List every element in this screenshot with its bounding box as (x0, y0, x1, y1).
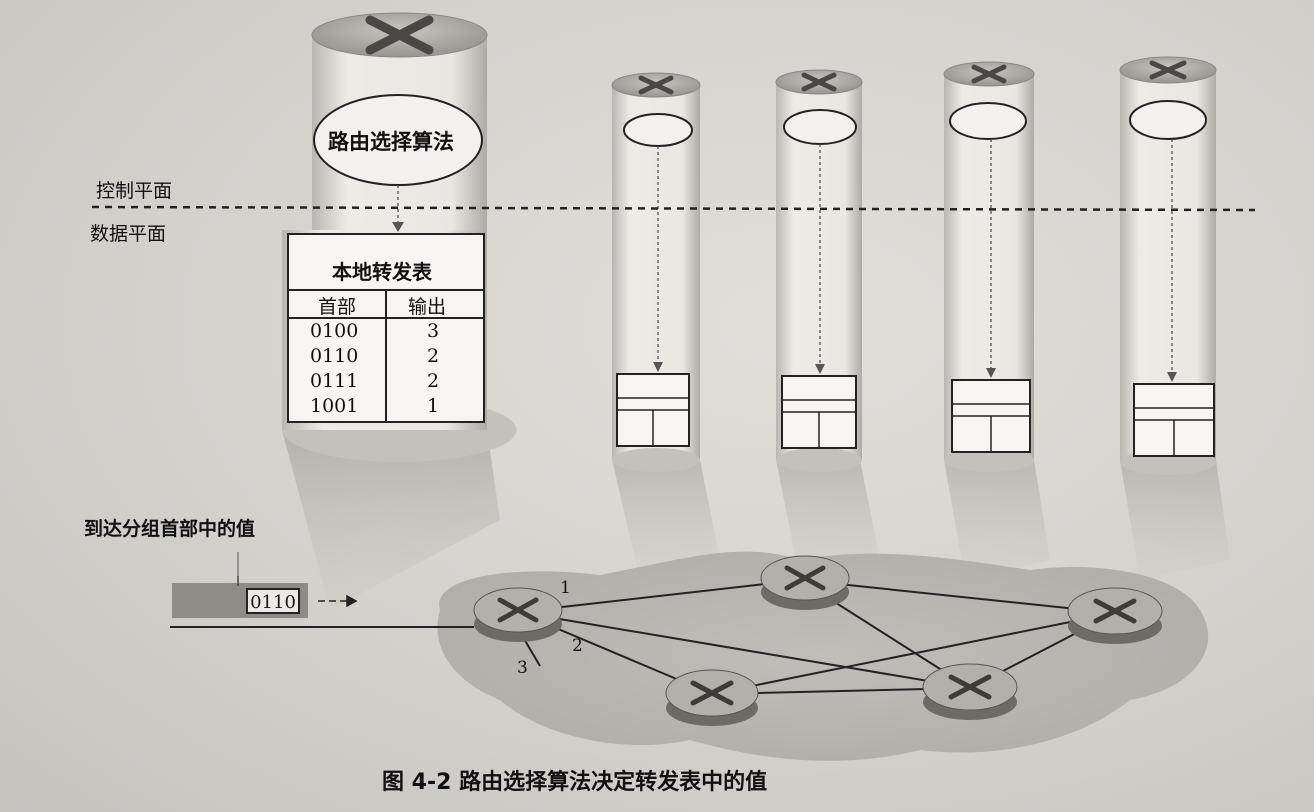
small-router-3 (943, 61, 1050, 580)
network-cloud (437, 551, 1209, 761)
network-links (517, 579, 1116, 695)
network-router-c (1067, 587, 1163, 644)
data-plane-label: 数据平面 (90, 223, 167, 245)
table-cell-output: 2 (427, 370, 440, 392)
table-cell-header: 0100 (310, 320, 359, 342)
small-router-2 (775, 69, 880, 580)
forwarding-table-box (287, 233, 485, 423)
table-cell-header: 0110 (310, 345, 359, 367)
arrow-right-icon (318, 594, 358, 608)
network-router-b (760, 555, 850, 610)
small-router-1 (611, 72, 720, 580)
network-router-d (665, 669, 759, 726)
network-router-e (922, 663, 1018, 720)
figure-caption: 图 4-2 路由选择算法决定转发表中的值 (382, 770, 768, 795)
network-router-a (473, 587, 563, 642)
routing-algorithm-label: 路由选择算法 (328, 130, 454, 154)
table-cell-output: 2 (427, 345, 440, 367)
small-router-4 (1119, 56, 1230, 580)
router-x-icon (365, 15, 434, 55)
table-header-prefix: 首部 (318, 296, 357, 318)
table-cell-header: 0111 (310, 370, 359, 392)
control-plane-label: 控制平面 (96, 180, 173, 202)
port-label-3: 3 (517, 658, 528, 678)
port-label-1: 1 (560, 578, 571, 598)
arriving-header-label: 到达分组首部中的值 (84, 518, 256, 540)
table-cell-output: 1 (427, 395, 440, 417)
port-label-2: 2 (572, 636, 583, 656)
packet-header-value: 0110 (246, 588, 300, 614)
table-cell-header: 1001 (310, 395, 359, 417)
table-header-output: 输出 (408, 296, 447, 318)
forwarding-table-title: 本地转发表 (332, 260, 432, 284)
table-cell-output: 3 (427, 320, 440, 342)
